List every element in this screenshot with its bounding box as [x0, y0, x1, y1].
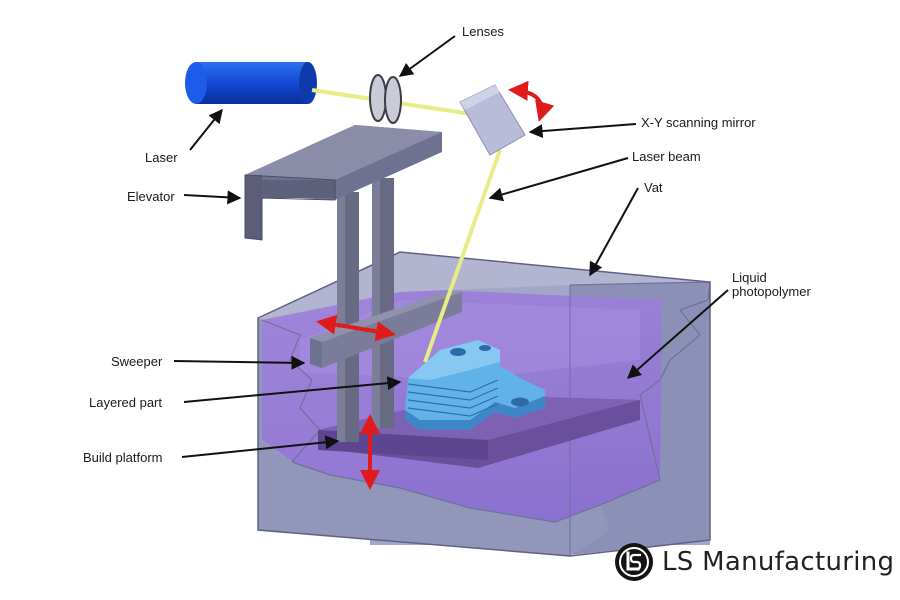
label-elevator: Elevator — [127, 189, 175, 204]
label-sweeper: Sweeper — [111, 354, 163, 369]
label-build-platform: Build platform — [83, 450, 163, 465]
red-motion-arrows — [316, 80, 555, 490]
label-layered-part: Layered part — [89, 395, 162, 410]
label-photopolymer: photopolymer — [732, 284, 811, 299]
label-laser-beam: Laser beam — [632, 149, 701, 164]
brand-name: LS Manufacturing — [662, 547, 895, 577]
label-lenses: Lenses — [462, 24, 504, 39]
label-liquid: Liquid — [732, 270, 767, 285]
label-vat: Vat — [644, 180, 663, 195]
leader-arrows — [173, 35, 729, 458]
ls-logo-icon — [615, 543, 653, 581]
x-y-scanning-mirror — [459, 84, 526, 156]
laser — [185, 62, 317, 104]
brand-logo: LS Manufacturing — [614, 540, 894, 584]
label-x-y-scanning-mirror: X-Y scanning mirror — [641, 115, 756, 130]
lenses — [369, 74, 402, 124]
label-laser: Laser — [145, 150, 178, 165]
layered-part — [405, 340, 545, 430]
elevator — [244, 125, 442, 442]
